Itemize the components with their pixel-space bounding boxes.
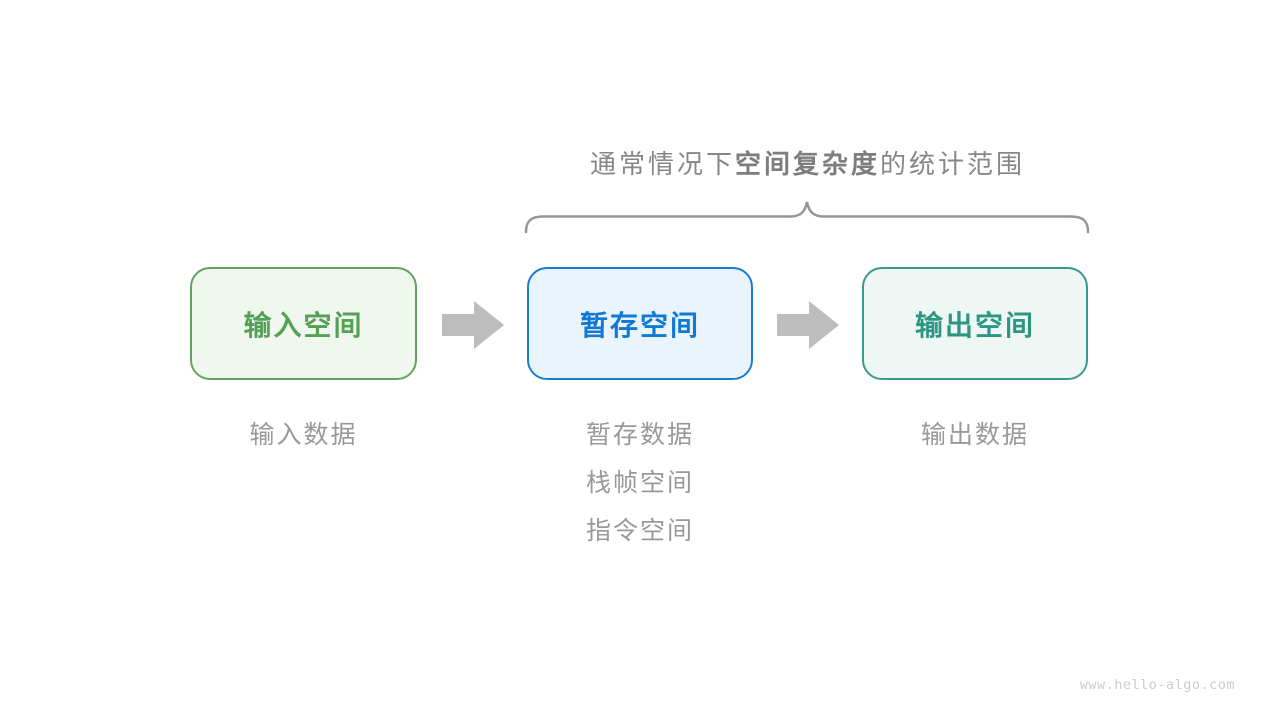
input-space-box: 输入空间: [190, 267, 417, 380]
watermark: www.hello-algo.com: [1079, 677, 1235, 693]
input-space-notes: 输入数据: [190, 411, 417, 459]
scope-title-prefix: 通常情况下: [589, 149, 735, 179]
brace-bracket: [524, 201, 1090, 234]
note-item: 输入数据: [249, 421, 358, 449]
note-item: 输出数据: [920, 421, 1029, 449]
output-space-notes: 输出数据: [862, 411, 1088, 459]
note-item: 暂存数据: [585, 421, 694, 449]
output-space-label: 输出空间: [914, 309, 1035, 341]
output-space-box: 输出空间: [862, 267, 1088, 380]
buffer-space-box: 暂存空间: [527, 267, 753, 380]
scope-title-suffix: 的统计范围: [880, 149, 1026, 179]
arrow-right-icon: [777, 301, 839, 349]
note-item: 栈帧空间: [585, 469, 694, 497]
arrow-right-shape: [442, 301, 504, 349]
input-space-label: 输入空间: [243, 309, 364, 341]
buffer-space-label: 暂存空间: [579, 309, 700, 341]
scope-title: 通常情况下空间复杂度的统计范围: [525, 144, 1090, 181]
scope-title-keyword: 空间复杂度: [734, 149, 880, 179]
buffer-space-notes: 暂存数据 栈帧空间 指令空间: [527, 411, 753, 555]
arrow-right-icon: [442, 301, 504, 349]
arrow-right-shape: [777, 301, 839, 349]
note-item: 指令空间: [585, 517, 694, 545]
brace-path: [524, 201, 1090, 234]
